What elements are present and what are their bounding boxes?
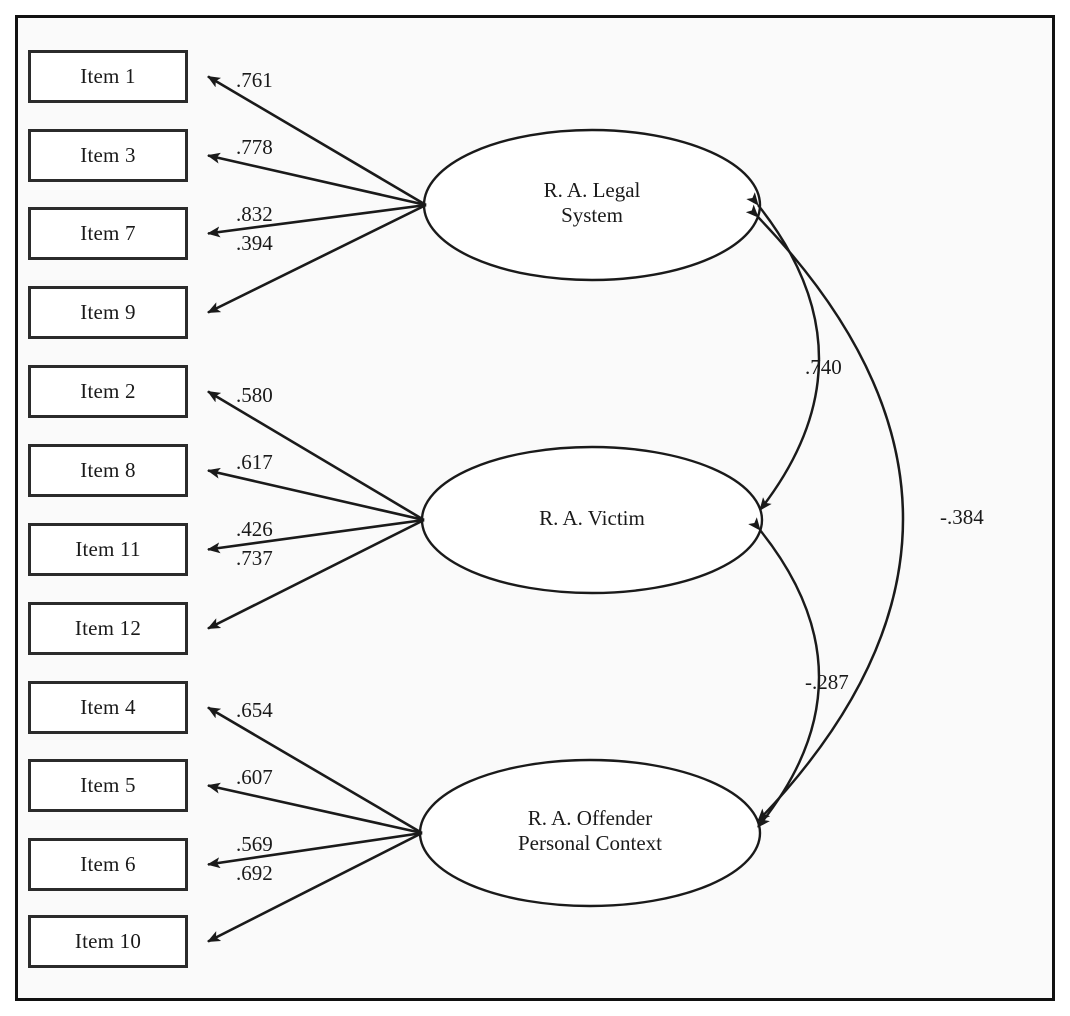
indicator-box[interactable]: Item 5 xyxy=(28,759,188,812)
loading-value: .654 xyxy=(236,698,273,722)
indicator-label: Item 6 xyxy=(80,852,136,876)
indicator-box[interactable]: Item 12 xyxy=(28,602,188,655)
loading-value: .617 xyxy=(236,450,273,474)
indicator-box[interactable]: Item 3 xyxy=(28,129,188,182)
loading-value: .426 xyxy=(236,517,273,541)
indicator-label: Item 7 xyxy=(80,221,136,245)
indicator-box[interactable]: Item 11 xyxy=(28,523,188,576)
loading-value: .761 xyxy=(236,68,273,92)
indicator-label: Item 12 xyxy=(74,616,142,640)
indicator-label: Item 9 xyxy=(80,300,136,324)
covariance-value-victim-offender: -.287 xyxy=(805,670,849,694)
covariance-value-legal-victim: .740 xyxy=(805,355,842,379)
indicator-box[interactable]: Item 1 xyxy=(28,50,188,103)
loading-value: .832 xyxy=(236,202,273,226)
covariance-value-legal-offender: -.384 xyxy=(940,505,984,529)
loading-value: .580 xyxy=(236,383,273,407)
loading-value: .394 xyxy=(236,231,273,255)
indicator-label: Item 3 xyxy=(80,143,136,167)
loading-value: .737 xyxy=(236,546,273,570)
indicator-label: Item 1 xyxy=(80,64,136,88)
indicator-box[interactable]: Item 8 xyxy=(28,444,188,497)
indicator-box[interactable]: Item 4 xyxy=(28,681,188,734)
indicator-label: Item 8 xyxy=(80,458,136,482)
indicator-label: Item 5 xyxy=(80,773,136,797)
indicator-box[interactable]: Item 9 xyxy=(28,286,188,339)
indicator-label: Item 4 xyxy=(80,695,136,719)
indicator-box[interactable]: Item 7 xyxy=(28,207,188,260)
loading-value: .607 xyxy=(236,765,273,789)
loading-value: .778 xyxy=(236,135,273,159)
indicator-label: Item 10 xyxy=(74,929,142,953)
loading-value: .692 xyxy=(236,861,273,885)
indicator-box[interactable]: Item 10 xyxy=(28,915,188,968)
loading-value: .569 xyxy=(236,832,273,856)
indicator-box[interactable]: Item 6 xyxy=(28,838,188,891)
indicator-box[interactable]: Item 2 xyxy=(28,365,188,418)
indicator-label: Item 2 xyxy=(80,379,136,403)
indicator-label: Item 11 xyxy=(75,537,141,561)
